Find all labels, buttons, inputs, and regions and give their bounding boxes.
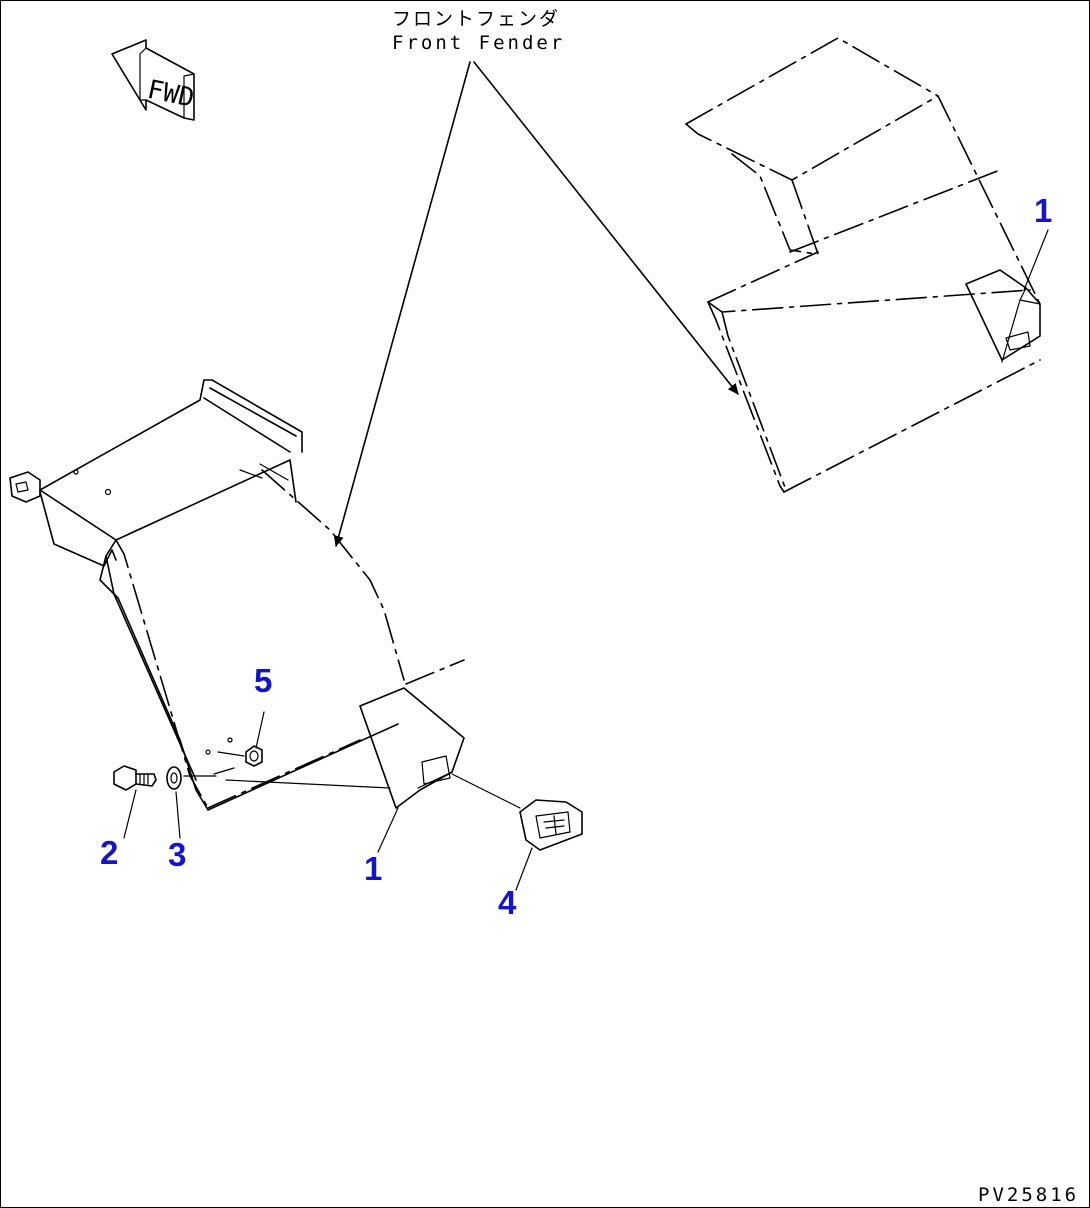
callout-1-left: 1 bbox=[364, 850, 383, 887]
fwd-label: FWD bbox=[145, 75, 197, 114]
title-japanese: フロントフェンダ bbox=[392, 8, 561, 30]
nut-part-5 bbox=[245, 745, 263, 767]
callout-2: 2 bbox=[100, 834, 119, 871]
title-leader-lines bbox=[333, 61, 739, 547]
callout-1-right: 1 bbox=[1034, 192, 1053, 229]
bolt-part-2 bbox=[113, 765, 157, 791]
washer-part-3 bbox=[166, 766, 182, 790]
front-fender-right bbox=[685, 37, 1041, 493]
drawing-code: PV25816 bbox=[978, 1184, 1080, 1206]
callout-leaders bbox=[123, 229, 1049, 891]
front-fender-left bbox=[9, 379, 465, 811]
lamp-part-4 bbox=[519, 799, 583, 851]
callout-5: 5 bbox=[254, 662, 273, 699]
title-english: Front Fender bbox=[392, 32, 566, 54]
callout-4: 4 bbox=[498, 884, 517, 921]
callout-3: 3 bbox=[168, 836, 187, 873]
fwd-arrow-icon: FWD bbox=[111, 39, 197, 121]
